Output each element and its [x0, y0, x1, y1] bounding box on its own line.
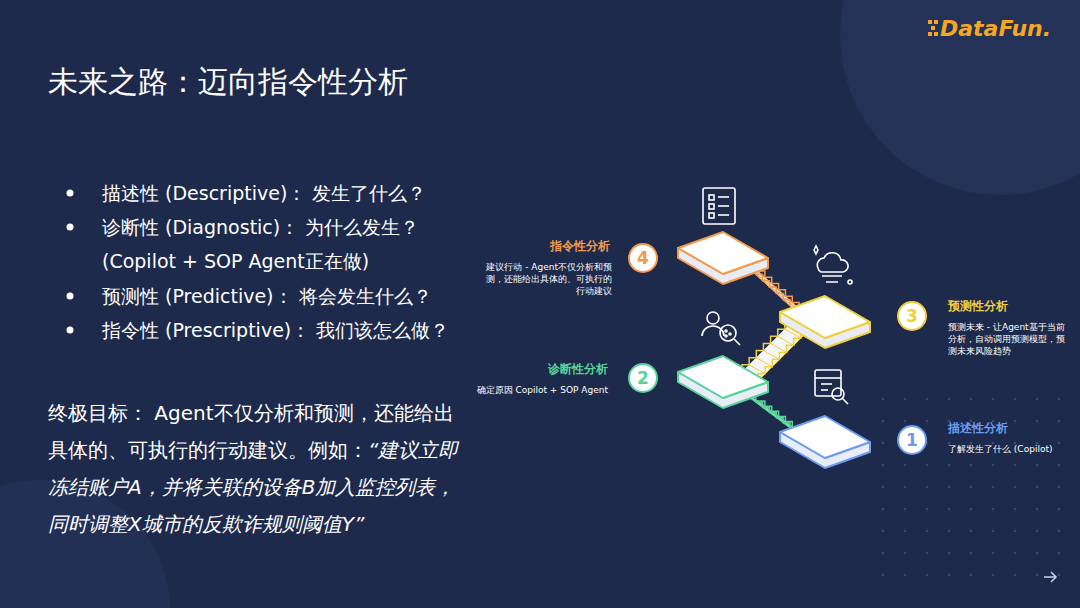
chart-search-icon [815, 370, 848, 404]
document-icon [703, 188, 735, 224]
stair-tread [776, 293, 792, 302]
stair-tread [778, 336, 794, 345]
stair-tread [763, 407, 779, 416]
dot-grid [868, 398, 1073, 593]
stair-tread [763, 281, 779, 290]
stair-tread [756, 402, 772, 411]
forecast-icon [814, 246, 852, 284]
step-description: 建议行动 - Agent不仅分析和预测，还能给出具体的、可执行的行动建议 [484, 261, 612, 297]
stair-tread [771, 343, 787, 352]
stair-tread [756, 275, 772, 284]
bullet-text: 诊断性 (Diagnostic)： 为什么发生？ (Copilot + SOP … [102, 210, 442, 278]
corner-disc [0, 480, 170, 608]
step-description: 了解发生了什么 (Copilot) [948, 443, 1073, 455]
stair-tread [776, 418, 792, 427]
step-number-circle: 3 [897, 301, 927, 331]
callout-number: 3 [906, 306, 918, 326]
step-heading: 预测性分析 [948, 298, 1073, 315]
corner-disc [840, 0, 1080, 195]
step-description: 确定原因 Copilot + SOP Agent [458, 384, 608, 396]
stair-tread [769, 413, 785, 422]
stair-tread [756, 358, 772, 367]
step-platform [678, 356, 768, 408]
step-platform [780, 296, 870, 348]
step-heading: 描述性分析 [948, 420, 1073, 437]
step-description: 预测未来 - 让Agent基于当前分析，自动调用预测模型，预测未来风险趋势 [948, 321, 1073, 357]
stair-tread [763, 351, 779, 360]
callout-number: 2 [637, 368, 649, 388]
logo-mark [928, 20, 938, 36]
bullet-dot [67, 224, 74, 231]
step-number-circle: 4 [628, 243, 658, 273]
bullet-dot [67, 327, 74, 334]
next-arrow [1044, 572, 1056, 582]
bullet-dot [67, 190, 74, 197]
step-number-circle: 1 [897, 425, 927, 455]
analyst-icon [702, 312, 740, 345]
step-heading: 诊断性分析 [468, 361, 608, 378]
step-platform [678, 232, 768, 284]
goal-paragraph: 终极目标： Agent不仅分析和预测，还能给出具体的、可执行的行动建议。例如：“… [48, 395, 468, 543]
bullet-text: 指令性 (Prescriptive)： 我们该怎么做？ [102, 313, 482, 347]
bullet-dot [67, 293, 74, 300]
step-number-circle: 2 [628, 363, 658, 393]
logo-text: DataFun. [940, 13, 1051, 44]
bullet-text: 描述性 (Descriptive)： 发生了什么？ [102, 176, 462, 210]
callout-number: 4 [637, 248, 649, 268]
step-heading: 指令性分析 [470, 238, 610, 255]
callout-number: 1 [906, 430, 918, 450]
step-platform [780, 416, 870, 468]
slide-title: 未来之路：迈向指令性分析 [48, 62, 408, 102]
bullet-text: 预测性 (Predictive)： 将会发生什么？ [102, 279, 482, 313]
stair-tread [769, 287, 785, 296]
